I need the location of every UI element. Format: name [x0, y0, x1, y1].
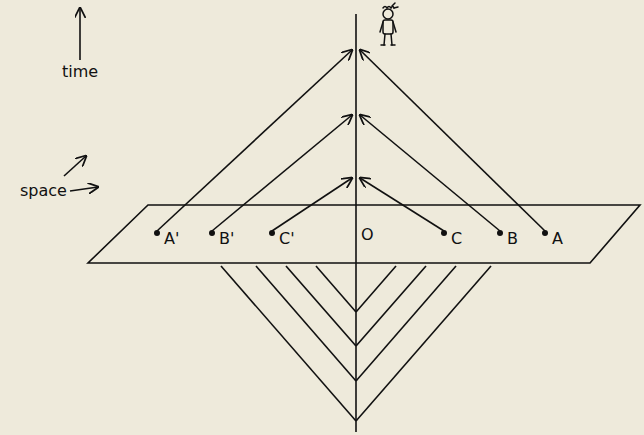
cone-line: [356, 266, 426, 346]
event-dot: [209, 230, 215, 236]
space-plane: [88, 205, 640, 263]
event-dot: [542, 230, 548, 236]
observer-body: [383, 20, 393, 34]
space-arrow: [64, 156, 86, 176]
observer-leg: [391, 34, 392, 45]
observer-thought: [392, 3, 398, 8]
point-label: B': [219, 229, 234, 248]
observer-arm: [393, 22, 396, 32]
time-axis: [355, 14, 357, 432]
point-label: C: [451, 229, 462, 248]
cone-line: [356, 266, 491, 421]
observer-foot: [381, 44, 385, 46]
observer-head: [383, 9, 393, 19]
observer-foot: [391, 44, 395, 46]
cone-line: [356, 266, 456, 381]
light-ray: [157, 50, 352, 231]
cone-line: [356, 266, 396, 312]
event-dot: [497, 230, 503, 236]
light-ray: [360, 115, 500, 231]
point-label: A': [164, 229, 179, 248]
time-arrow: [79, 8, 81, 60]
event-dot: [269, 230, 275, 236]
point-label: B: [507, 229, 518, 248]
observer-figure: [380, 3, 398, 45]
point-label: A: [552, 229, 563, 248]
cone-line: [256, 266, 356, 381]
cone-line: [286, 266, 356, 346]
origin-label: O: [361, 225, 374, 244]
light-ray: [360, 178, 444, 231]
observer-leg: [384, 34, 385, 45]
event-dot: [154, 230, 160, 236]
event-dots: [154, 230, 548, 236]
cone-line: [221, 266, 356, 421]
direction-arrows: [64, 8, 98, 191]
light-rays: [157, 50, 545, 231]
light-ray: [212, 115, 352, 231]
cone-line: [316, 266, 356, 312]
axis-label: space: [20, 181, 67, 200]
observer-hair: [383, 7, 394, 9]
space-arrow: [70, 187, 98, 191]
light-ray: [272, 178, 352, 231]
light-ray: [360, 50, 545, 231]
axis-label: time: [62, 62, 98, 81]
event-dot: [441, 230, 447, 236]
observer-arm: [380, 22, 383, 32]
point-label: C': [279, 229, 295, 248]
